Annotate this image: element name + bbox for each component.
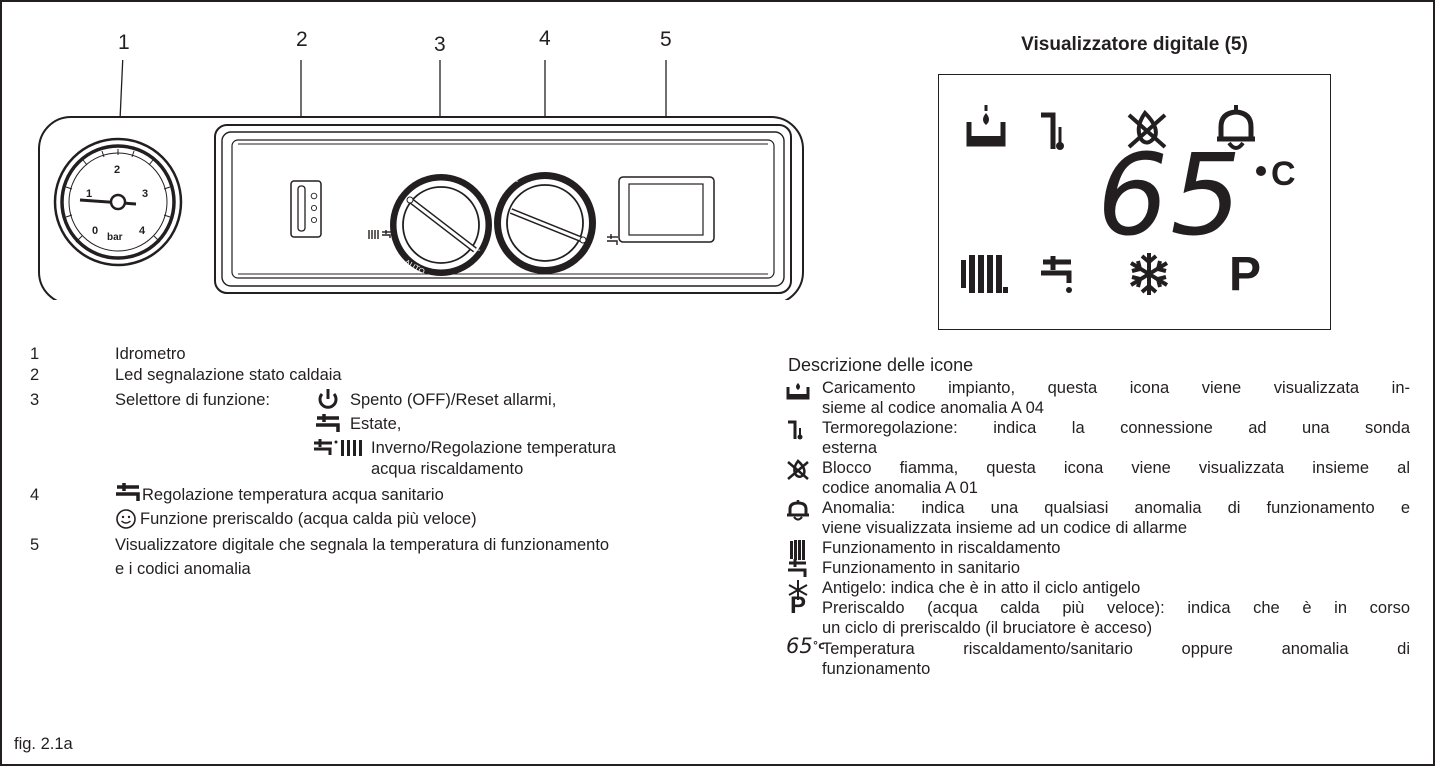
legend-text-4: Regolazione temperatura acqua sanitario bbox=[142, 486, 444, 504]
flame-block-small-icon bbox=[787, 459, 809, 480]
display-unit-c: C bbox=[1271, 155, 1296, 193]
snowflake-icon bbox=[1129, 253, 1169, 295]
display-temperature: 65 bbox=[1097, 131, 1244, 261]
pressure-gauge: 0 1 2 3 4 bar bbox=[53, 137, 183, 267]
led-indicator bbox=[290, 180, 322, 238]
legend-num: 1 bbox=[30, 345, 40, 363]
callout-2: 2 bbox=[296, 28, 308, 51]
legend-text-3: Selettore di funzione: bbox=[115, 391, 271, 409]
icon-desc-line: viene visualizzata insieme ad un codice … bbox=[822, 519, 1188, 537]
icon-desc-line: Termoregolazione: indica la connessione … bbox=[822, 419, 1410, 437]
legend-text-2: Led segnalazione stato caldaia bbox=[115, 366, 342, 384]
icon-desc-line: Anomalia: indica una qualsiasi anomalia … bbox=[822, 499, 1410, 517]
selector-winter-line1: Inverno/Regolazione temperatura bbox=[371, 439, 616, 457]
tap-icon bbox=[1041, 256, 1072, 293]
icon-desc-line: Preriscaldo (acqua calda più veloce): in… bbox=[822, 599, 1410, 617]
outdoor-probe-icon bbox=[1041, 112, 1064, 150]
temperature-small-icon: 65°c bbox=[786, 634, 825, 658]
svg-text:2: 2 bbox=[114, 164, 120, 176]
radiator-small-icon bbox=[790, 540, 805, 560]
temperature-small-value: 65 bbox=[786, 634, 813, 658]
display-title: Visualizzatore digitale (5) bbox=[1021, 34, 1248, 55]
preheat-label: Funzione preriscaldo (acqua calda più ve… bbox=[140, 510, 477, 528]
smiley-icon bbox=[116, 509, 136, 529]
callout-3: 3 bbox=[434, 33, 446, 56]
legend-item-5: 5 bbox=[30, 536, 40, 554]
tap-small-icon bbox=[788, 559, 807, 577]
flame-block-icon bbox=[1127, 109, 1167, 149]
dhw-tap-icon bbox=[116, 483, 140, 501]
icon-desc-line: codice anomalia A 01 bbox=[822, 479, 978, 497]
legend-item-1: 1 bbox=[30, 344, 39, 364]
dhw-temperature-knob[interactable]: – + bbox=[494, 172, 596, 274]
legend-item-3: 3 bbox=[30, 391, 40, 409]
icons-heading: Descrizione delle icone bbox=[788, 355, 974, 375]
control-panel-diagram: 0 1 2 3 4 bar + – AUTO bbox=[38, 60, 804, 300]
icon-desc-line: Funzionamento in riscaldamento bbox=[822, 539, 1061, 557]
p-icon: P bbox=[1229, 248, 1262, 301]
svg-text:0: 0 bbox=[92, 225, 98, 237]
icon-desc-line: Temperatura riscaldamento/sanitario oppu… bbox=[822, 640, 1410, 658]
alarm-bell-small-icon bbox=[787, 500, 809, 521]
svg-text:4: 4 bbox=[139, 225, 146, 237]
icon-desc-line: esterna bbox=[822, 439, 878, 457]
icon-desc-line: un ciclo di preriscaldo (il bruciatore è… bbox=[822, 619, 1153, 637]
radiator-icon bbox=[961, 255, 1008, 293]
figure-label: fig. 2.1a bbox=[14, 735, 73, 753]
icon-desc-line: Caricamento impianto, questa icona viene… bbox=[822, 379, 1410, 397]
icon-desc-line: Antigelo: indica che è in atto il ciclo … bbox=[822, 579, 1141, 597]
callout-4: 4 bbox=[539, 27, 551, 50]
svg-text:+: + bbox=[402, 170, 408, 181]
legend-item-4: 4 bbox=[30, 486, 40, 504]
svg-text:–: – bbox=[474, 244, 481, 256]
legend-text-5: Visualizzatore digitale che segnala la t… bbox=[115, 536, 610, 554]
legend-text-5-line2: e i codici anomalia bbox=[115, 560, 251, 578]
svg-text:+: + bbox=[578, 257, 584, 268]
legend-item-2: 2 bbox=[30, 366, 40, 384]
svg-text:1: 1 bbox=[86, 188, 92, 200]
legend-text-1: Idrometro bbox=[115, 345, 186, 363]
winter-tap-radiator-icon bbox=[314, 439, 362, 456]
snowflake-small-icon bbox=[788, 580, 808, 600]
icon-desc-line: Blocco fiamma, questa icona viene visual… bbox=[822, 459, 1410, 477]
svg-text:bar: bar bbox=[107, 232, 123, 243]
alarm-bell-icon bbox=[1217, 105, 1255, 150]
callout-5: 5 bbox=[660, 28, 672, 51]
selector-off-label: Spento (OFF)/Reset allarmi, bbox=[350, 391, 557, 409]
callout-1: 1 bbox=[118, 31, 130, 54]
svg-text:3: 3 bbox=[142, 188, 148, 200]
power-icon bbox=[318, 389, 338, 409]
icon-desc-line: sieme al codice anomalia A 04 bbox=[822, 399, 1044, 417]
p-small-icon: P bbox=[790, 592, 807, 619]
temperature-small-unit: °c bbox=[812, 639, 825, 652]
selector-summer-label: Estate, bbox=[350, 415, 402, 433]
selector-winter-line2: acqua riscaldamento bbox=[371, 460, 524, 478]
system-fill-small-icon bbox=[786, 383, 810, 400]
function-selector-knob[interactable]: + – AUTO bbox=[390, 170, 492, 277]
icon-desc-line: Funzionamento in sanitario bbox=[822, 559, 1021, 577]
outdoor-probe-small-icon bbox=[788, 420, 803, 440]
system-fill-icon bbox=[966, 105, 1006, 147]
svg-text:–: – bbox=[512, 175, 519, 187]
summer-tap-icon bbox=[316, 414, 340, 432]
digital-display: 65 C P bbox=[938, 74, 1331, 330]
icon-desc-line: funzionamento bbox=[822, 660, 931, 678]
